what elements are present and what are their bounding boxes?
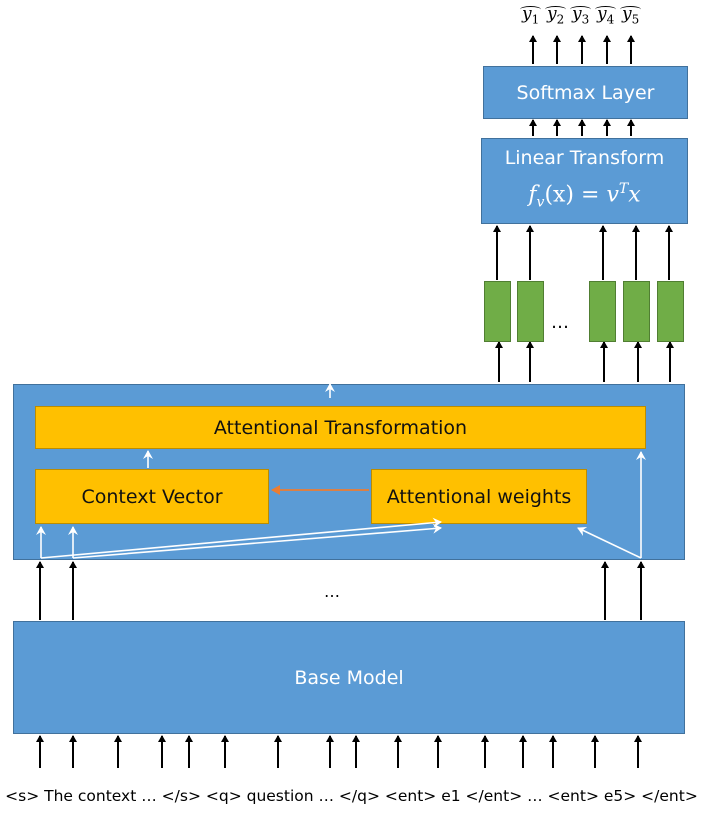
attention-to-vector-arrows: [495, 341, 674, 382]
attentional-weights-label: Attentional weights: [386, 485, 572, 508]
hidden-vector: [623, 281, 650, 342]
linear-transform-formula: fv(x) = vTx: [528, 181, 641, 211]
output-y2: y2: [545, 4, 567, 27]
middle-ellipsis: …: [324, 582, 340, 601]
output-y3: y3: [570, 4, 592, 27]
base-model-label: Base Model: [294, 666, 404, 689]
linear-transform-layer: Linear Transform fv(x) = vTx: [481, 138, 688, 224]
context-vector: Context Vector: [35, 469, 269, 524]
hidden-vector: [589, 281, 616, 342]
linear-to-softmax-arrows: [529, 119, 635, 136]
base-to-attention-arrows: [36, 561, 645, 620]
softmax-layer: Softmax Layer: [483, 66, 688, 119]
vectors-ellipsis: …: [551, 312, 569, 333]
hidden-vector: [517, 281, 544, 342]
context-vector-label: Context Vector: [81, 485, 223, 508]
softmax-label: Softmax Layer: [516, 81, 655, 104]
output-y4: y4: [595, 4, 617, 27]
vector-to-linear-arrows: [493, 225, 673, 280]
softmax-to-output-arrows: [529, 35, 635, 64]
input-sequence: <s> The context … </s> <q> question … </…: [5, 787, 698, 805]
input-arrows: [36, 735, 642, 768]
hidden-vector: [657, 281, 684, 342]
attentional-weights: Attentional weights: [371, 469, 587, 524]
linear-transform-label: Linear Transform: [504, 147, 665, 169]
base-model: Base Model: [13, 621, 685, 734]
output-y1: y1: [520, 4, 542, 27]
attentional-transformation-label: Attentional Transformation: [213, 416, 468, 439]
output-y5: y5: [620, 4, 642, 27]
attentional-transformation: Attentional Transformation: [35, 406, 646, 449]
hidden-vector: [484, 281, 511, 342]
